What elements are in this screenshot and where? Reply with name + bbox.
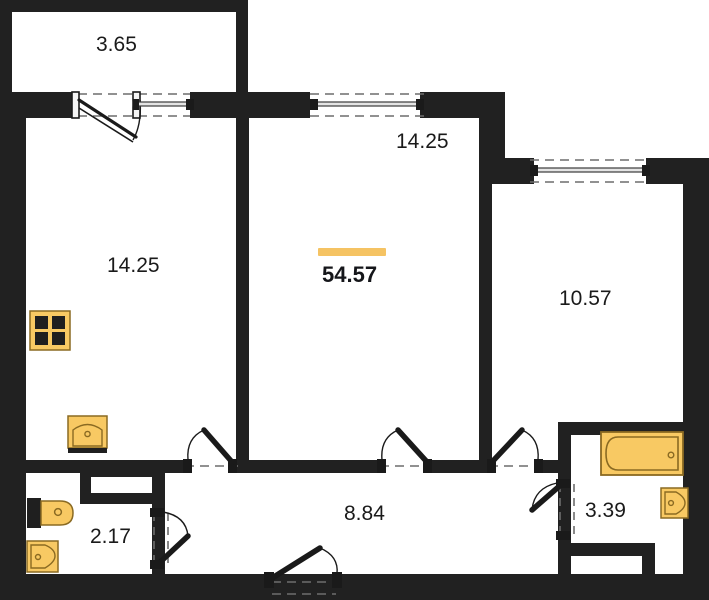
fixtures (26, 310, 689, 573)
wall-balcony-top (0, 0, 248, 12)
wall-outer-bottom (0, 574, 709, 600)
area-label-kitchen: 14.25 (107, 254, 160, 277)
wall-kitchen-living-divider (236, 92, 249, 460)
wall-outer-left (0, 92, 26, 600)
toilet-icon (27, 498, 74, 528)
storage-door[interactable] (150, 508, 191, 569)
total-area-label: 54.57 (322, 262, 378, 287)
wall-storage-niche-top (80, 466, 160, 477)
bathroom-door[interactable] (529, 479, 570, 540)
area-label-bathroom: 3.39 (585, 499, 626, 522)
window-glazing (71, 91, 650, 176)
area-label-bedroom: 10.57 (559, 287, 612, 310)
opening-thresholds-vertical (153, 484, 575, 566)
wall-balcony-left (0, 0, 12, 96)
living-room-window[interactable] (310, 99, 424, 110)
area-label-storage: 2.17 (90, 525, 131, 548)
area-label-balcony: 3.65 (96, 33, 137, 56)
wall-outer-right (683, 158, 709, 600)
area-label-hallway: 8.84 (344, 502, 385, 525)
bedroom-door[interactable] (487, 427, 543, 473)
kitchen-door[interactable] (183, 427, 237, 473)
balcony-door-window[interactable] (71, 91, 194, 143)
wall-living-bedroom-divider (479, 92, 492, 460)
wall-hallway-top-right (429, 460, 492, 473)
wall-bathroom-inner-ledge-h (558, 543, 655, 556)
washbasin-icon (26, 540, 59, 573)
wall-bathroom-inner-ledge-v (642, 543, 655, 574)
bathtub-icon (600, 431, 684, 476)
wall-hallway-top-mid (236, 460, 383, 473)
kitchen-sink-icon (67, 415, 108, 453)
opening-thresholds (78, 93, 650, 595)
stove-icon (29, 310, 71, 351)
bathroom-sink-icon (660, 487, 689, 519)
living-room-door[interactable] (377, 427, 432, 473)
total-area-accent-bar (318, 248, 386, 256)
area-label-living-room: 14.25 (396, 130, 449, 153)
wall-storage-niche-bottom (80, 493, 160, 504)
wall-balcony-right (236, 0, 248, 96)
wall-kitchen-top-mid (190, 92, 310, 118)
doors (150, 427, 570, 588)
entrance-door[interactable] (264, 545, 342, 588)
wall-storage-niche-left (80, 466, 91, 504)
bedroom-window[interactable] (530, 165, 650, 176)
